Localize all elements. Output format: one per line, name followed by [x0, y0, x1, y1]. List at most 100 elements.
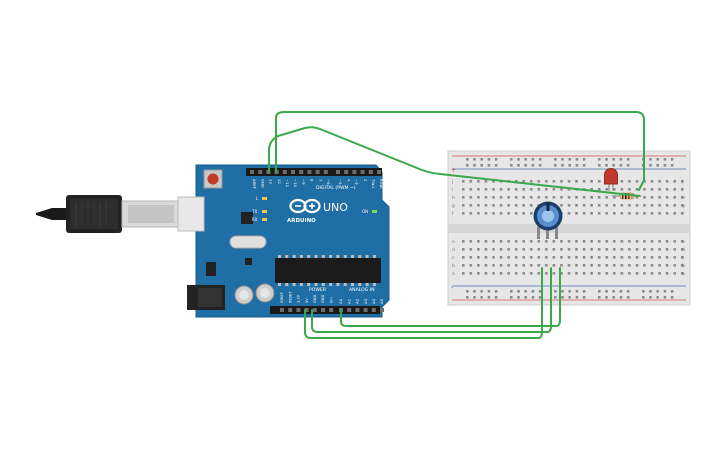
rail-hole[interactable] — [568, 158, 571, 161]
breadboard-hole[interactable] — [522, 240, 525, 243]
breadboard-hole[interactable] — [658, 264, 661, 267]
breadboard-hole[interactable] — [522, 204, 525, 207]
rail-hole[interactable] — [626, 164, 630, 167]
rail-hole[interactable] — [575, 158, 579, 161]
breadboard-hole[interactable] — [673, 240, 676, 243]
breadboard-hole[interactable] — [643, 240, 646, 243]
breadboard-hole[interactable] — [492, 196, 495, 199]
breadboard-hole[interactable] — [499, 204, 503, 207]
breadboard-hole[interactable] — [650, 204, 654, 207]
breadboard-hole[interactable] — [514, 180, 518, 183]
breadboard-hole[interactable] — [575, 212, 578, 215]
breadboard-hole[interactable] — [613, 272, 616, 275]
breadboard-hole[interactable] — [650, 180, 654, 183]
rail-hole[interactable] — [531, 164, 535, 167]
breadboard-hole[interactable] — [582, 256, 586, 259]
breadboard-hole[interactable] — [529, 212, 533, 215]
rail-hole[interactable] — [605, 158, 608, 161]
rail-hole[interactable] — [656, 290, 659, 293]
breadboard-hole[interactable] — [673, 196, 676, 199]
wire-gnd-to-pot[interactable] — [311, 267, 552, 333]
breadboard-hole[interactable] — [680, 264, 684, 267]
breadboard-hole[interactable] — [514, 248, 518, 251]
rail-hole[interactable] — [487, 158, 491, 161]
breadboard-hole[interactable] — [628, 212, 631, 215]
breadboard-hole[interactable] — [477, 188, 480, 191]
breadboard-hole[interactable] — [492, 264, 495, 267]
breadboard-hole[interactable] — [529, 264, 533, 267]
breadboard-hole[interactable] — [514, 204, 518, 207]
breadboard-hole[interactable] — [492, 180, 495, 183]
breadboard-hole[interactable] — [597, 212, 601, 215]
breadboard-hole[interactable] — [620, 212, 624, 215]
rail-hole[interactable] — [531, 158, 535, 161]
power-pin-hole[interactable] — [304, 308, 309, 312]
breadboard-hole[interactable] — [552, 196, 556, 199]
breadboard-hole[interactable] — [545, 264, 548, 267]
rail-hole[interactable] — [663, 158, 667, 161]
digital-pin-hole[interactable] — [299, 170, 304, 174]
breadboard-hole[interactable] — [643, 204, 646, 207]
rail-hole[interactable] — [612, 158, 615, 161]
breadboard-hole[interactable] — [522, 272, 525, 275]
rail-hole[interactable] — [517, 290, 520, 293]
rail-hole[interactable] — [538, 158, 542, 161]
breadboard-hole[interactable] — [680, 204, 684, 207]
breadboard-hole[interactable] — [514, 264, 518, 267]
breadboard-hole[interactable] — [560, 180, 563, 183]
analog-pin-hole[interactable] — [380, 308, 384, 312]
rail-hole[interactable] — [538, 164, 542, 167]
breadboard-hole[interactable] — [560, 264, 563, 267]
breadboard-hole[interactable] — [597, 248, 601, 251]
breadboard-hole[interactable] — [658, 180, 661, 183]
breadboard-hole[interactable] — [635, 212, 639, 215]
breadboard-hole[interactable] — [680, 256, 684, 259]
rail-hole[interactable] — [670, 158, 674, 161]
potentiometer[interactable] — [533, 201, 563, 240]
breadboard-hole[interactable] — [484, 212, 488, 215]
breadboard-hole[interactable] — [620, 188, 624, 191]
breadboard-hole[interactable] — [567, 196, 571, 199]
rail-hole[interactable] — [494, 290, 498, 293]
rail-hole[interactable] — [524, 290, 527, 293]
rail-hole[interactable] — [494, 164, 498, 167]
breadboard-hole[interactable] — [680, 188, 684, 191]
breadboard-hole[interactable] — [650, 196, 654, 199]
breadboard-hole[interactable] — [590, 272, 593, 275]
breadboard-hole[interactable] — [590, 240, 593, 243]
digital-pin-hole[interactable] — [336, 170, 340, 174]
rail-hole[interactable] — [524, 164, 527, 167]
rail-hole[interactable] — [575, 164, 579, 167]
breadboard-hole[interactable] — [582, 180, 586, 183]
breadboard-hole[interactable] — [590, 248, 593, 251]
breadboard-hole[interactable] — [658, 188, 661, 191]
analog-pin-hole[interactable] — [363, 308, 368, 312]
digital-pin-hole[interactable] — [344, 170, 349, 174]
breadboard-hole[interactable] — [613, 204, 616, 207]
breadboard-hole[interactable] — [552, 264, 556, 267]
breadboard-hole[interactable] — [582, 248, 586, 251]
breadboard-hole[interactable] — [582, 204, 586, 207]
breadboard-hole[interactable] — [635, 272, 639, 275]
breadboard-hole[interactable] — [507, 240, 510, 243]
breadboard-hole[interactable] — [522, 196, 525, 199]
breadboard-hole[interactable] — [658, 204, 661, 207]
rail-hole[interactable] — [670, 290, 674, 293]
breadboard-hole[interactable] — [477, 212, 480, 215]
breadboard-hole[interactable] — [673, 212, 676, 215]
rail-hole[interactable] — [568, 290, 571, 293]
breadboard-hole[interactable] — [469, 264, 473, 267]
rail-hole[interactable] — [538, 296, 542, 299]
wire-5v-to-pot[interactable] — [304, 267, 543, 339]
wire-pin12-to-led[interactable] — [275, 111, 645, 191]
breadboard-hole[interactable] — [507, 272, 510, 275]
breadboard-hole[interactable] — [492, 256, 495, 259]
breadboard-hole[interactable] — [567, 188, 571, 191]
analog-pin-hole[interactable] — [355, 308, 360, 312]
breadboard-hole[interactable] — [462, 180, 465, 183]
breadboard-hole[interactable] — [650, 256, 654, 259]
breadboard-hole[interactable] — [650, 188, 654, 191]
digital-pin-hole[interactable] — [307, 170, 312, 174]
breadboard-hole[interactable] — [673, 248, 676, 251]
rail-hole[interactable] — [473, 158, 476, 161]
